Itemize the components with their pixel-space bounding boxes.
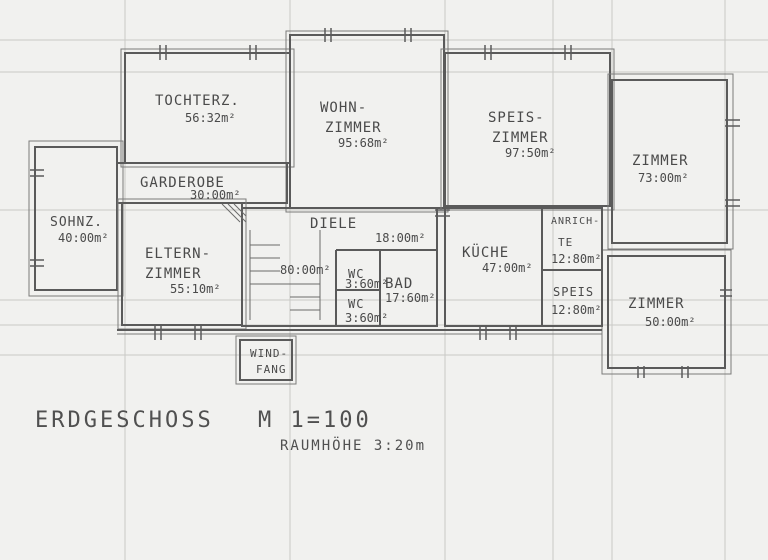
title-block: ERDGESCHOSS M 1=100 RAUMHÖHE 3:20m [35, 408, 426, 454]
room-name-anrichte-1: ANRICH- [551, 216, 600, 227]
room-name-diele: DIELE [310, 216, 357, 232]
room-area-stair: 80:00m² [280, 263, 331, 277]
room-name-wc1: WC [348, 267, 364, 281]
plan-scale: M 1=100 [258, 408, 372, 433]
room-name-kueche: KÜCHE [462, 243, 509, 261]
room-name-speis: SPEIS [553, 285, 594, 299]
wall-zimmer-top [611, 79, 728, 244]
room-area-wohnzimmer: 95:68m² [338, 136, 389, 150]
room-name-speisezimmer-1: SPEIS- [488, 110, 545, 126]
room-name-tochterz: TOCHTERZ. [155, 93, 240, 109]
plan-title: ERDGESCHOSS [35, 408, 214, 433]
wall-sohnzimmer [34, 146, 118, 291]
room-area-kueche: 47:00m² [482, 261, 533, 275]
room-name-windfang-2: FANG [256, 363, 287, 376]
wall-windfang [239, 339, 293, 381]
room-name-speisezimmer-2: ZIMMER [492, 130, 549, 146]
wall-speisezimmer [444, 52, 611, 207]
staircase [221, 203, 321, 320]
room-labels: TOCHTERZ. 56:32m² WOHN- ZIMMER 95:68m² S… [50, 93, 696, 376]
room-area-bad: 17:60m² [385, 291, 436, 305]
wall-zimmer-bottom [607, 255, 726, 369]
room-name-wohnzimmer-1: WOHN- [320, 100, 367, 116]
room-name-zimmer-top: ZIMMER [632, 153, 689, 169]
room-area-tochterz: 56:32m² [185, 111, 236, 125]
wall-elternzimmer [121, 202, 243, 326]
room-name-windfang-1: WIND- [250, 347, 288, 360]
room-area-zimmer-bottom: 50:00m² [645, 315, 696, 329]
room-name-eltern-2: ZIMMER [145, 266, 202, 282]
room-area-diele: 18:00m² [375, 231, 426, 245]
room-area-speisezimmer: 97:50m² [505, 146, 556, 160]
walls [28, 30, 734, 385]
window-marks [30, 28, 740, 378]
wall-diele [241, 207, 438, 327]
room-name-bad: BAD [385, 276, 413, 292]
room-name-garderobe: GARDEROBE [140, 175, 225, 191]
room-area-sohnz: 40:00m² [58, 231, 109, 245]
room-area-speis: 12:80m² [551, 303, 602, 317]
room-name-wohnzimmer-2: ZIMMER [325, 120, 382, 136]
room-name-eltern-1: ELTERN- [145, 246, 211, 262]
plan-room-height: RAUMHÖHE 3:20m [280, 436, 426, 454]
room-area-anrichte: 12:80m² [551, 252, 602, 266]
room-name-zimmer-bottom: ZIMMER [628, 296, 685, 312]
room-name-wc2: WC [348, 297, 364, 311]
room-area-eltern: 55:10m² [170, 282, 221, 296]
room-area-zimmer-top: 73:00m² [638, 171, 689, 185]
room-name-anrichte-2: TE [558, 236, 573, 249]
wall-speis [541, 269, 603, 327]
room-area-garderobe: 30:00m² [190, 188, 241, 202]
room-area-wc1: 3:60m² [345, 277, 388, 291]
room-area-wc2: 3:60m² [345, 311, 388, 325]
room-name-sohnz: SOHNZ. [50, 215, 103, 230]
